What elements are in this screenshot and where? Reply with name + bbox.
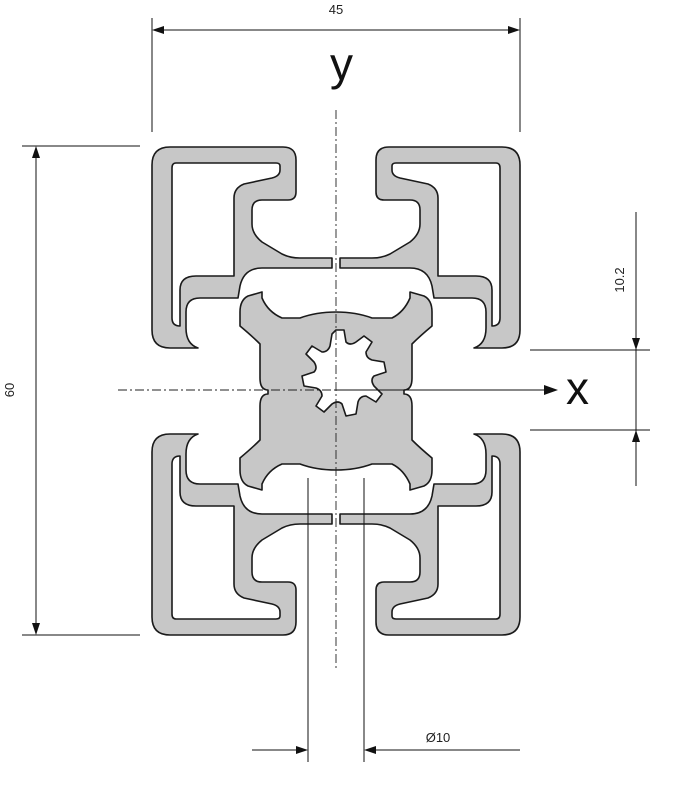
slot-offset-label: 10.2 (612, 267, 627, 292)
profile-lobe-top-left (151, 146, 333, 349)
height-dimension: 60 (2, 145, 140, 636)
bore-label: Ø10 (426, 730, 451, 745)
x-axis-label: x (566, 362, 589, 414)
x-axis-arrowhead (544, 385, 558, 395)
y-axis-label: y (330, 38, 353, 90)
height-label: 60 (2, 383, 17, 397)
width-label: 45 (329, 2, 343, 17)
slot-offset-dimension: 10.2 (530, 212, 650, 486)
central-bore (301, 329, 387, 417)
profile-lobe-bottom-right (339, 433, 521, 636)
bore-diameter-dimension: Ø10 (252, 478, 520, 762)
aluminium-profile (151, 146, 521, 636)
width-dimension: 45 (151, 2, 521, 132)
profile-lobe-bottom-left (151, 433, 333, 636)
profile-lobe-top-right (339, 146, 521, 349)
